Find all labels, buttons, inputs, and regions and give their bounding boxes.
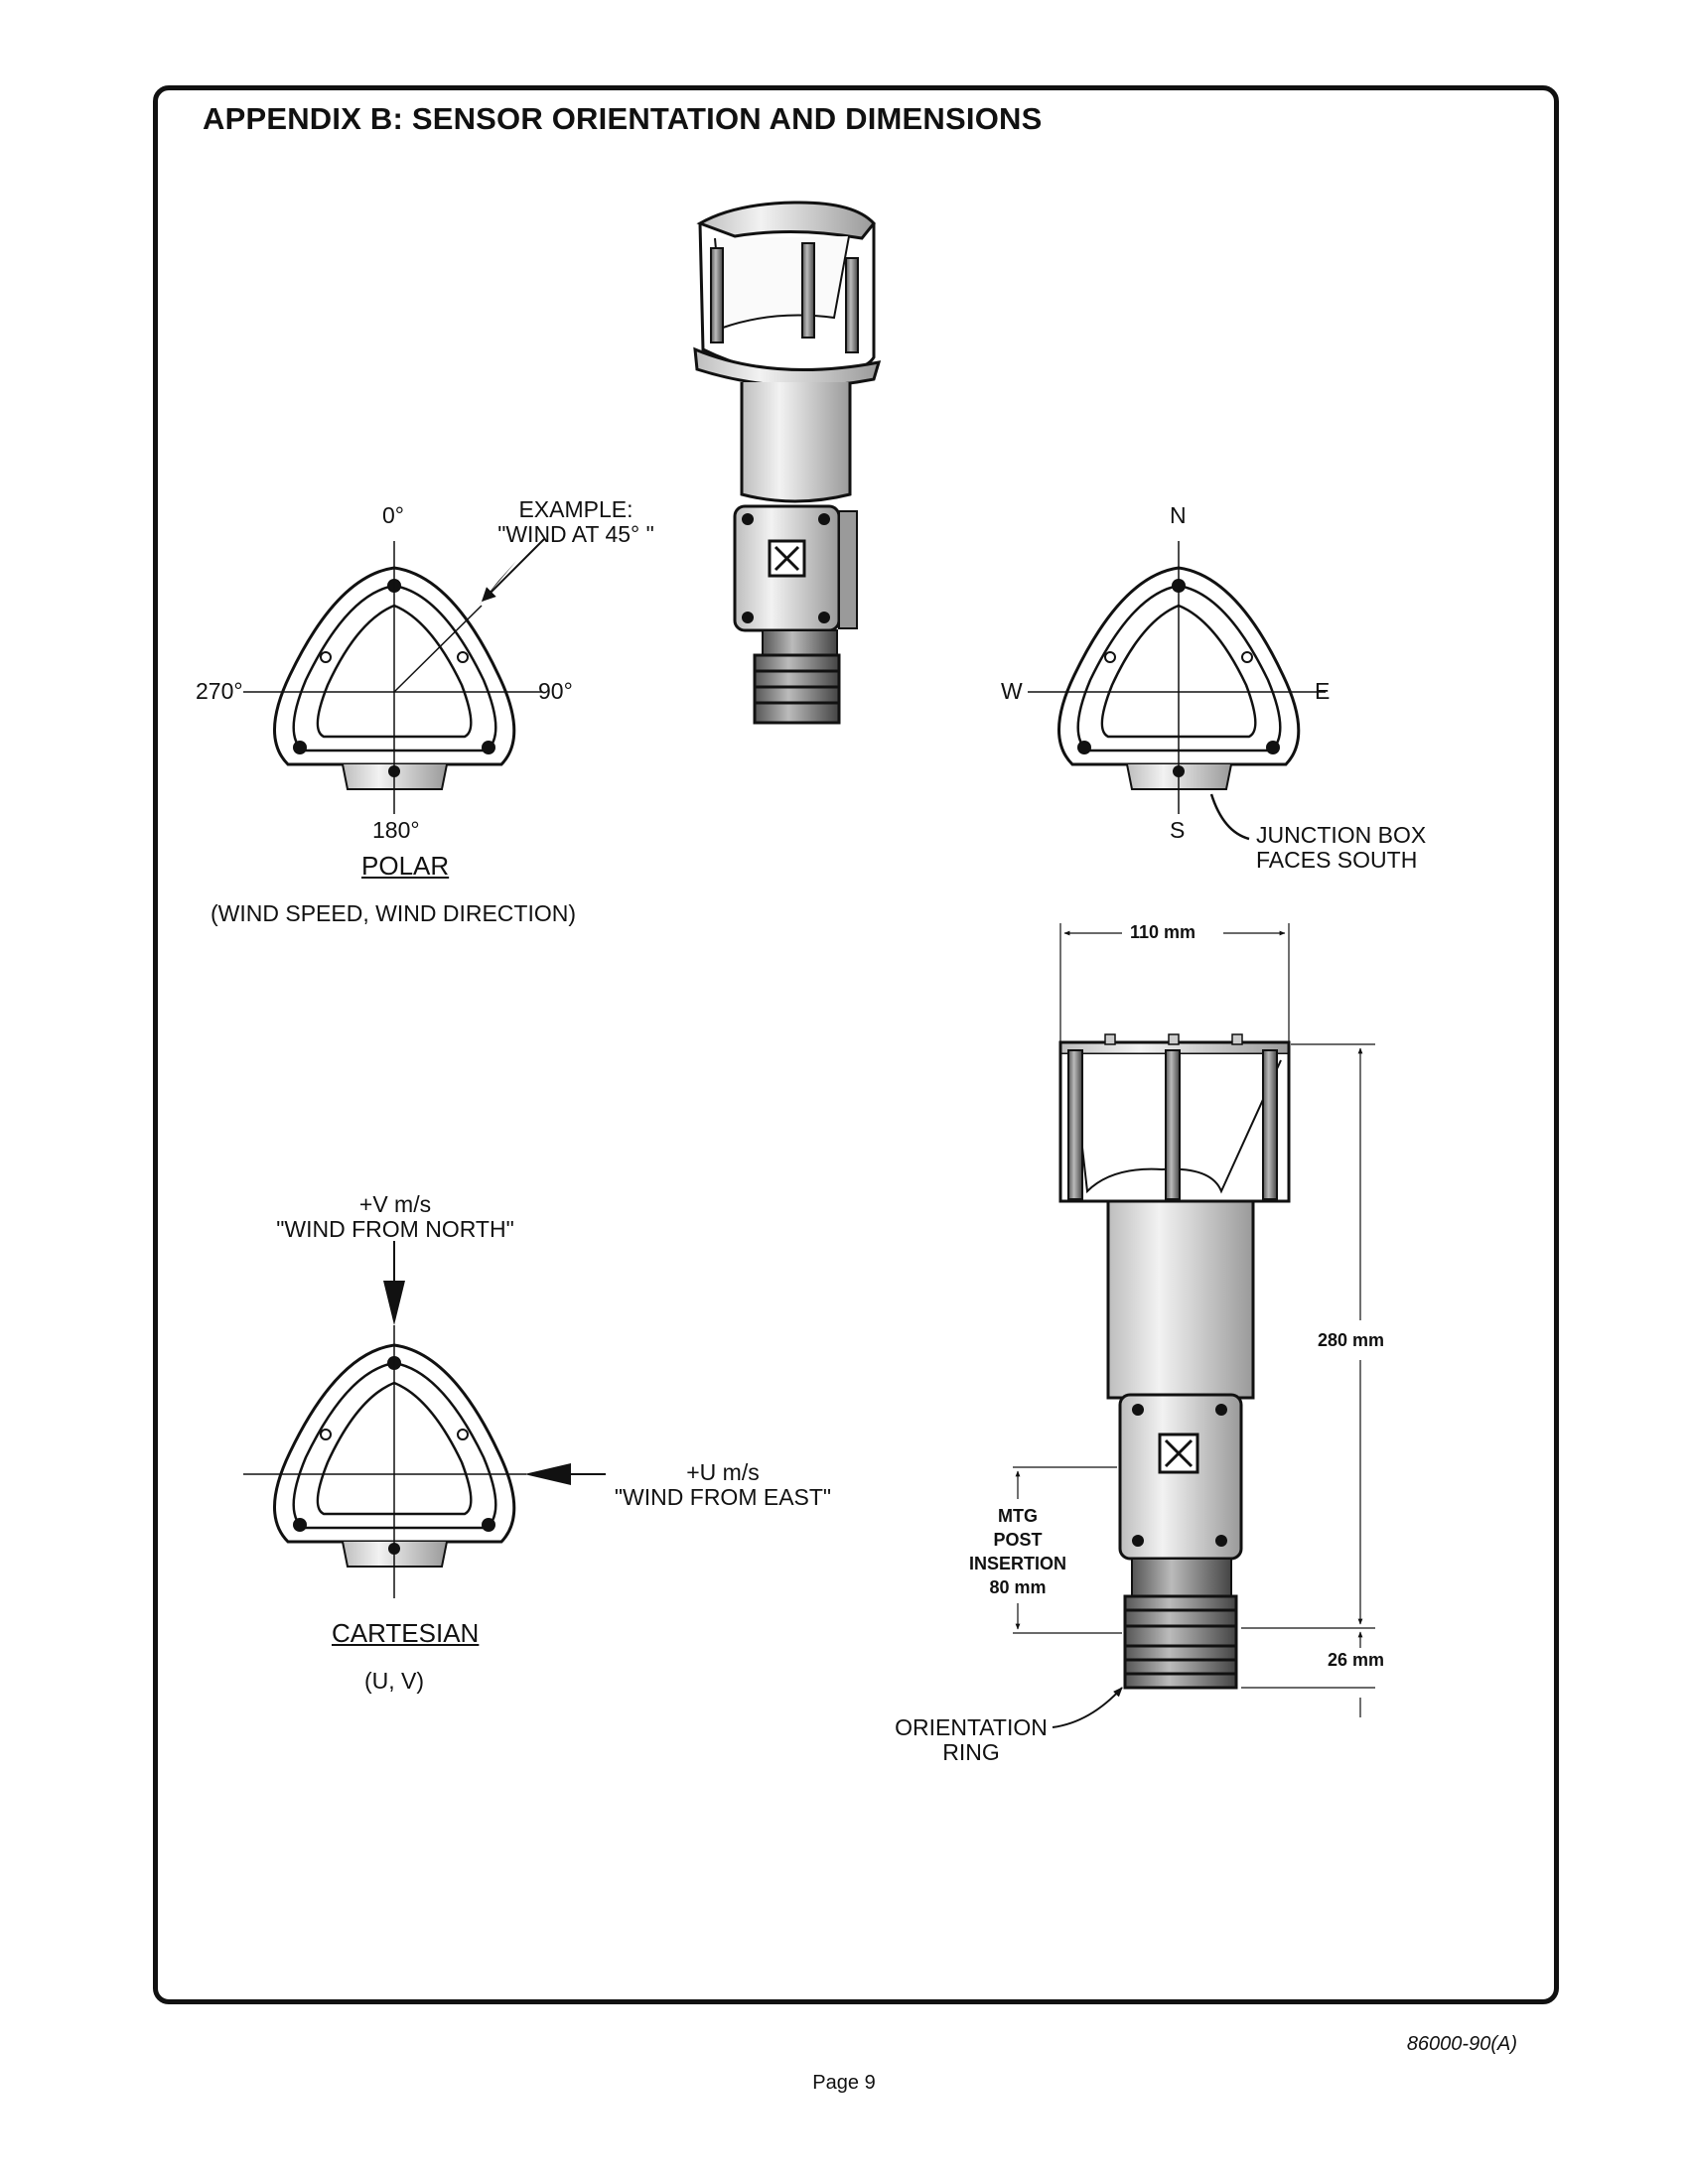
- compass-label-e: E: [1315, 678, 1331, 704]
- polar-diagram: [243, 538, 545, 814]
- compass-diagram: [1028, 541, 1326, 841]
- polar-example-line1: EXAMPLE:: [518, 496, 633, 522]
- polar-example-line2: "WIND AT 45° ": [497, 521, 654, 547]
- polar-caption: (WIND SPEED, WIND DIRECTION): [211, 900, 576, 926]
- page-number: Page 9: [812, 2072, 876, 2094]
- page-border-frame: [153, 85, 1559, 2004]
- page-title: APPENDIX B: SENSOR ORIENTATION AND DIMEN…: [203, 101, 1043, 136]
- cartesian-v-label: +V m/s "WIND FROM NORTH": [268, 1191, 522, 1243]
- mtg-line4: 80 mm: [989, 1577, 1047, 1597]
- mtg-line1: MTG: [998, 1506, 1038, 1526]
- dimension-height-label: 280 mm: [1318, 1330, 1385, 1350]
- cartesian-v-line1: +V m/s: [358, 1191, 432, 1217]
- compass-label-n: N: [1170, 502, 1187, 528]
- dimension-ring-label: 26 mm: [1328, 1650, 1385, 1670]
- sensor-perspective-illustration: [693, 201, 882, 725]
- cartesian-v-line2: "WIND FROM NORTH": [276, 1216, 514, 1242]
- polar-example-label: EXAMPLE: "WIND AT 45° ": [477, 496, 675, 548]
- junction-box-line1: JUNCTION BOX: [1256, 822, 1427, 848]
- polar-label-0: 0°: [382, 502, 404, 528]
- mtg-line3: INSERTION: [968, 1554, 1066, 1573]
- cartesian-title: CARTESIAN: [332, 1618, 480, 1648]
- polar-title: POLAR: [361, 851, 450, 881]
- polar-label-270: 270°: [196, 678, 243, 704]
- mtg-post-insertion-label: MTG POST INSERTION 80 mm: [948, 1504, 1087, 1599]
- junction-box-note: JUNCTION BOX FACES SOUTH: [1256, 822, 1426, 874]
- cartesian-caption: (U, V): [364, 1668, 425, 1694]
- compass-label-s: S: [1170, 817, 1186, 843]
- junction-box-line2: FACES SOUTH: [1256, 847, 1418, 873]
- cartesian-u-line2: "WIND FROM EAST": [614, 1484, 832, 1510]
- sensor-dimension-drawing: [1013, 923, 1375, 1728]
- cartesian-diagram: [243, 1241, 606, 1598]
- orientation-line1: ORIENTATION: [895, 1714, 1048, 1740]
- compass-label-w: W: [1001, 678, 1023, 704]
- dimension-width-label: 110 mm: [1130, 922, 1196, 942]
- mtg-line2: POST: [993, 1530, 1043, 1550]
- polar-label-90: 90°: [538, 678, 573, 704]
- polar-label-180: 180°: [372, 817, 420, 843]
- document-number: 86000-90(A): [1406, 2033, 1517, 2055]
- cartesian-u-label: +U m/s "WIND FROM EAST": [606, 1459, 840, 1511]
- orientation-ring-label: ORIENTATION RING: [887, 1714, 1055, 1766]
- cartesian-u-line1: +U m/s: [686, 1459, 760, 1485]
- orientation-line2: RING: [942, 1739, 1000, 1765]
